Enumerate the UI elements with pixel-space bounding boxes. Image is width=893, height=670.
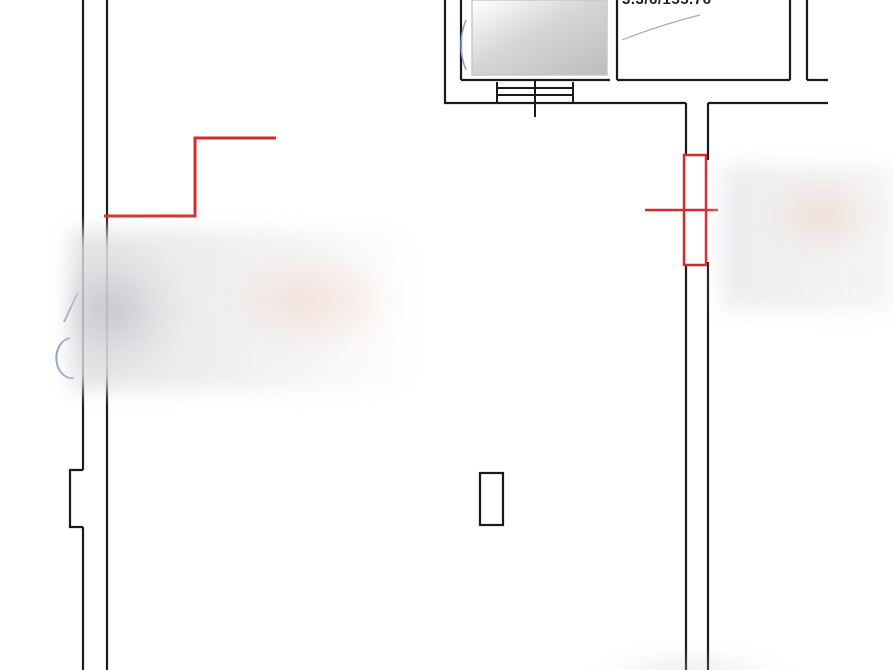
shower-door-arc (460, 19, 467, 71)
red-section-marker-line (104, 136, 276, 218)
left-door-leaf (63, 291, 79, 323)
label-leader-line (621, 14, 701, 41)
left-wall-niche (68, 468, 83, 529)
floor-object-rectangle (478, 471, 505, 527)
left-door-arc (55, 337, 75, 380)
left-wall (68, 0, 109, 670)
red-wall-marker (645, 153, 718, 267)
interior-wall-right (684, 103, 710, 670)
shower-tray-fixture (471, 0, 608, 76)
top-block-outer-wall (443, 0, 686, 105)
left-door-swing (55, 291, 79, 380)
floor-grille (496, 80, 574, 117)
room-dimension-label: 3.3/6/155.76 (622, 0, 711, 8)
